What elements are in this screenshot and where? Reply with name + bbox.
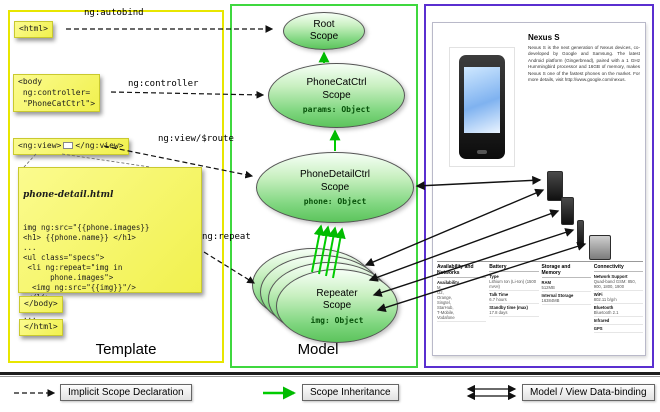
phone-thumbnail-1 bbox=[547, 171, 563, 201]
ng-view-route-label: ng:view/$route bbox=[158, 134, 234, 144]
legend-implicit-scope: Implicit Scope Declaration bbox=[60, 384, 192, 401]
root-scope-name: Root Scope bbox=[309, 18, 339, 43]
spec-value: 512MB bbox=[541, 285, 555, 290]
repeater-scope-name: Repeater Scope bbox=[316, 287, 358, 312]
phone-body bbox=[459, 55, 505, 159]
phone-detail-file-title: phone-detail.html bbox=[23, 189, 114, 200]
phone-detail-code: img ng:src="{{phone.images}} <h1> {{phon… bbox=[23, 223, 150, 322]
phone-key bbox=[477, 150, 487, 154]
view-placeholder-rect-icon bbox=[63, 142, 74, 149]
code-note-html-close: </html> bbox=[19, 319, 63, 336]
spec-value: 6.7 hours bbox=[489, 297, 507, 302]
phonedetailctrl-scope-detail: phone: Object bbox=[303, 197, 367, 206]
code-note-phone-detail: phone-detail.html img ng:src="{{phone.im… bbox=[18, 167, 202, 321]
spec-label: Infrared bbox=[593, 318, 610, 323]
phonecatctrl-scope-name: PhoneCatCtrl Scope bbox=[306, 77, 367, 101]
code-note-ngview: <ng:view> </ng:view> bbox=[13, 138, 129, 155]
phone-screen bbox=[464, 67, 500, 133]
code-note-body-close: </body> bbox=[19, 296, 63, 313]
phonecatctrl-scope-ellipse: PhoneCatCtrl Scope params: Object bbox=[268, 63, 405, 128]
spec-header: Storage and Memory bbox=[541, 264, 591, 278]
ng-repeat-label: ng:repeat bbox=[202, 232, 251, 242]
model-column-label: Model bbox=[297, 341, 339, 358]
code-note-body-open: <body ng:controller= "PhoneCatCtrl"> bbox=[13, 74, 101, 113]
product-description: Nexus S is the next generation of Nexus … bbox=[528, 45, 640, 83]
phone-detail-page: Nexus S Nexus S is the next generation o… bbox=[432, 22, 646, 356]
spec-value: Quad-band GSM: 850, 900, 1800, 1900 bbox=[593, 279, 636, 289]
spec-row: Infrared bbox=[593, 317, 643, 325]
spec-header: Connectivity bbox=[593, 264, 643, 272]
spec-value: M, O2, Orange, Singtel, StarHub, T-Mobil… bbox=[437, 285, 455, 320]
spec-header: Availability and Networks bbox=[437, 264, 487, 278]
ngview-close-tag: </ng:view> bbox=[75, 141, 124, 150]
phone-thumbnail-2 bbox=[561, 197, 574, 225]
root-scope-ellipse: Root Scope bbox=[283, 12, 365, 50]
legend-separator bbox=[0, 372, 660, 375]
ng-controller-label: ng:controller bbox=[128, 79, 199, 89]
spec-value: 802.11 b/g/n bbox=[593, 297, 617, 302]
template-column-label: Template bbox=[95, 341, 157, 358]
legend-data-binding: Model / View Data-binding bbox=[522, 384, 655, 401]
spec-label: GPS bbox=[593, 326, 603, 331]
repeater-scope-ellipse-front: Repeater Scope img: Object bbox=[276, 269, 398, 343]
legend-scope-inheritance: Scope Inheritance bbox=[302, 384, 399, 401]
phonedetailctrl-scope-name: PhoneDetailCtrl Scope bbox=[299, 169, 371, 193]
spec-header: Battery bbox=[489, 264, 539, 272]
phone-thumbnail-3 bbox=[577, 220, 584, 246]
spec-value: 16384MB bbox=[541, 298, 560, 303]
legend-separator-shadow bbox=[0, 376, 660, 377]
spec-label: WiFi bbox=[593, 292, 603, 297]
ng-autobind-label: ng:autobind bbox=[84, 8, 144, 18]
spec-label: Bluetooth bbox=[593, 305, 614, 310]
code-note-html-open: <html> bbox=[14, 21, 53, 38]
product-title: Nexus S bbox=[528, 33, 560, 42]
phone-thumbnail-4 bbox=[589, 235, 611, 260]
spec-value: Bluetooth 2.1 bbox=[593, 310, 619, 315]
spec-row: Standby time (max)17.8 days bbox=[489, 304, 539, 317]
spec-value: Lithium Ion (Li-Ion) (1500 mAH) bbox=[489, 279, 537, 289]
phonecatctrl-scope-detail: params: Object bbox=[302, 105, 371, 114]
spec-row: GPS bbox=[593, 325, 643, 333]
repeater-scope-detail: img: Object bbox=[310, 315, 364, 325]
ngview-open-tag: <ng:view> bbox=[18, 141, 62, 150]
phonedetailctrl-scope-ellipse: PhoneDetailCtrl Scope phone: Object bbox=[256, 152, 414, 223]
phone-photo bbox=[449, 47, 515, 167]
spec-value: 17.8 days bbox=[489, 310, 508, 315]
spec-label: Network Support bbox=[593, 274, 628, 279]
